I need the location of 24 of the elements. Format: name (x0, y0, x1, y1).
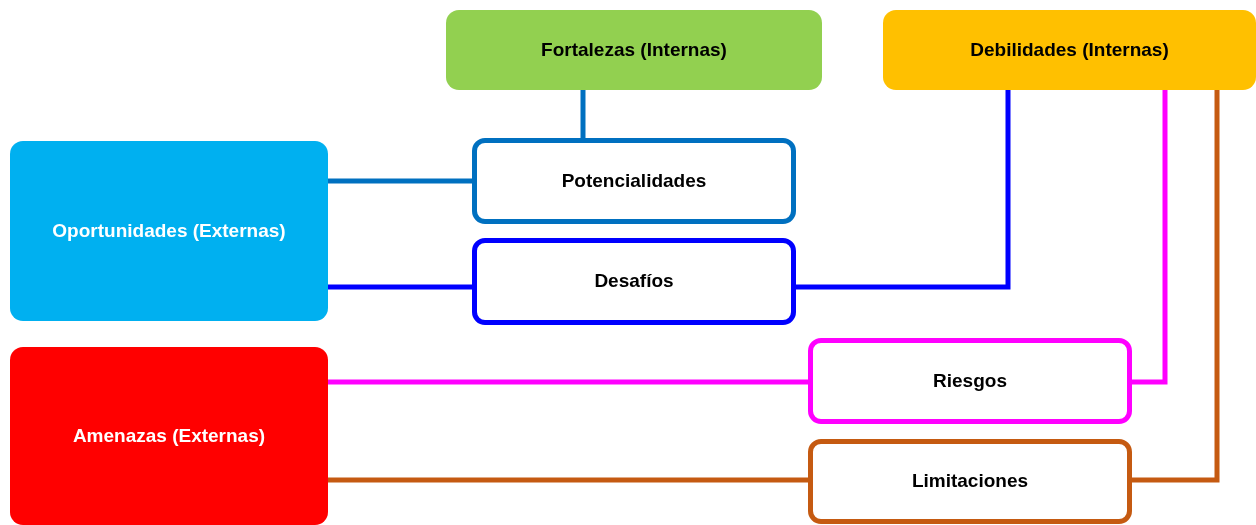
connector-line (328, 477, 808, 483)
category-box (883, 10, 1256, 90)
box-label: Desafíos (594, 270, 674, 293)
outcome-box (808, 338, 1132, 424)
connector-line (1132, 90, 1220, 483)
box-label: Limitaciones (911, 470, 1029, 493)
box-label: Potencialidades (561, 169, 707, 193)
connector-line (328, 178, 472, 184)
box-label: Fortalezas (Internas) (541, 38, 727, 62)
box-label: Debilidades (Internas) (970, 38, 1169, 62)
outcome-box (472, 138, 796, 224)
box-label: Oportunidades (Externas) (52, 219, 286, 243)
connector-line (796, 90, 1011, 290)
connector-line (328, 379, 808, 385)
connector-line (580, 90, 586, 138)
category-box (446, 10, 822, 90)
category-box (10, 141, 328, 321)
category-box (10, 347, 328, 525)
connector-line (1132, 90, 1168, 385)
outcome-box (472, 238, 796, 325)
outcome-box (808, 439, 1132, 524)
box-label: Riesgos (933, 369, 1007, 393)
connector-line (328, 284, 472, 290)
box-label: Amenazas (Externas) (72, 424, 266, 448)
